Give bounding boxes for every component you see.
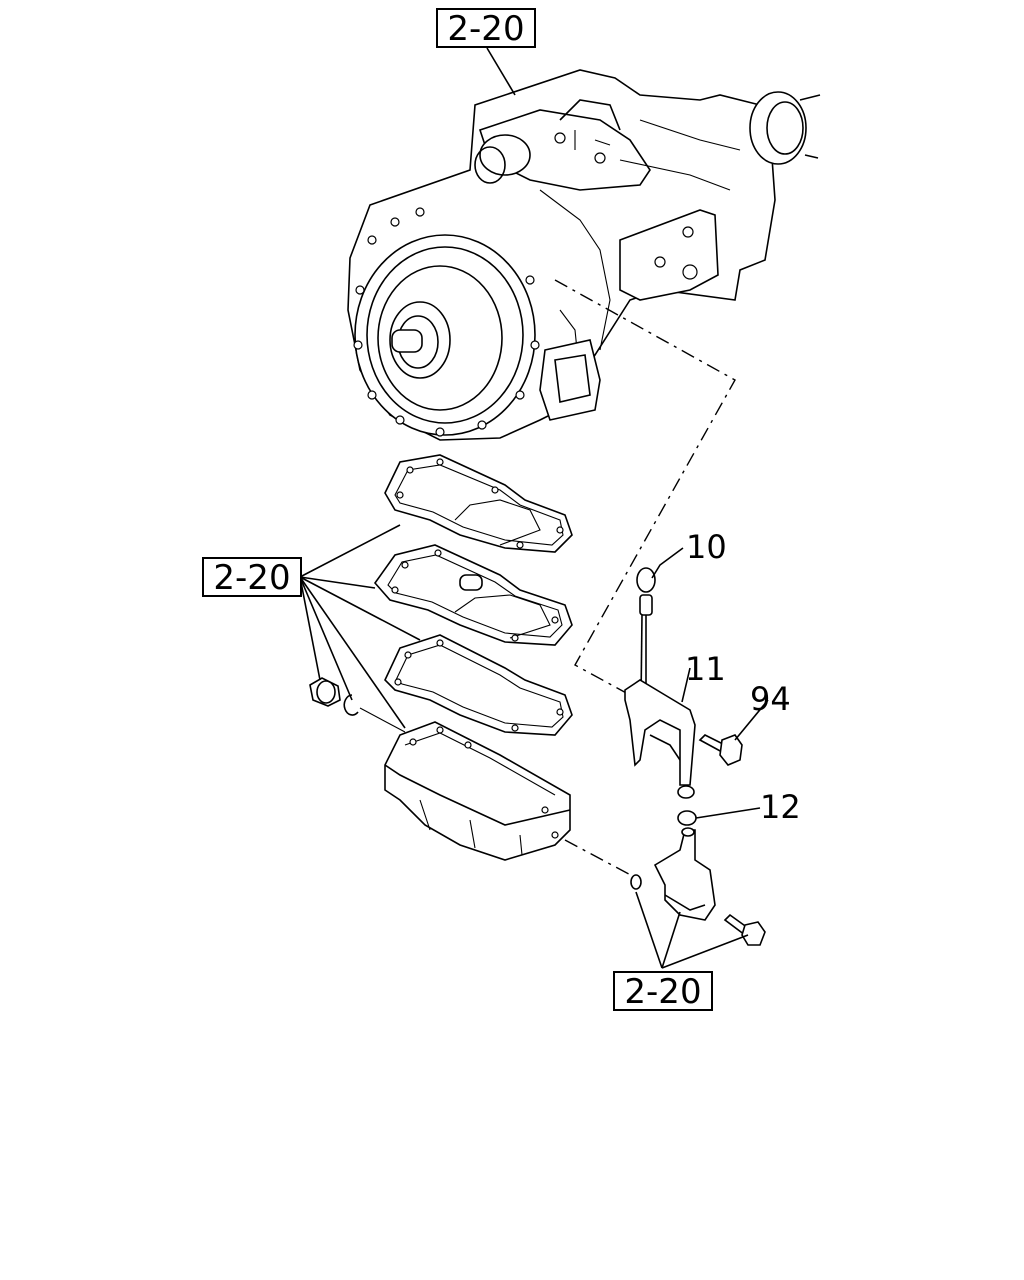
lower-tube <box>653 827 766 946</box>
reference-box-left[interactable]: 2-20 <box>202 557 302 598</box>
bolt-94 <box>698 734 743 766</box>
oil-pan <box>384 721 642 890</box>
callout-11[interactable]: 11 <box>685 650 726 688</box>
reference-box-bottom[interactable]: 2-20 <box>613 971 713 1012</box>
reference-label-top: 2-20 <box>447 9 524 49</box>
callout-12[interactable]: 12 <box>760 788 801 826</box>
reference-label-left: 2-20 <box>213 558 290 598</box>
oil-strainer-plate <box>373 544 573 646</box>
gasket-lower <box>384 634 573 736</box>
drain-plug <box>309 677 341 707</box>
washer <box>343 694 359 716</box>
gasket-upper <box>384 454 573 553</box>
o-ring-12 <box>677 810 697 826</box>
transmission-assembly <box>347 69 821 696</box>
oil-filler-tube <box>624 679 696 799</box>
callout-94[interactable]: 94 <box>750 680 791 718</box>
leader-lines <box>299 47 769 969</box>
callout-10[interactable]: 10 <box>686 528 727 566</box>
reference-label-bottom: 2-20 <box>624 972 701 1012</box>
reference-box-top[interactable]: 2-20 <box>436 8 536 49</box>
dipstick <box>636 567 656 701</box>
